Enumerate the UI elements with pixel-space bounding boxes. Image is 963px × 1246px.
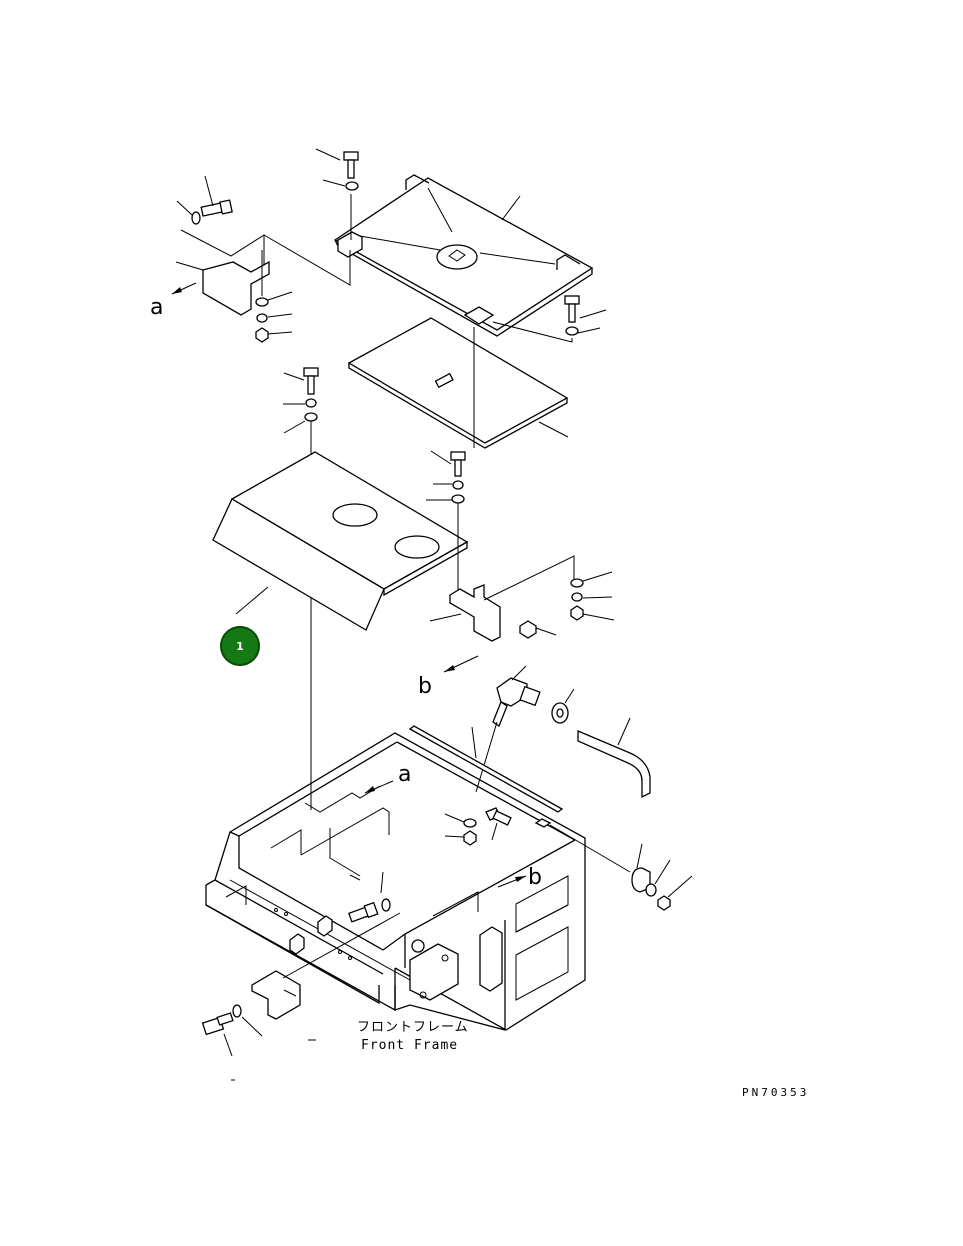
view-label-b: b — [418, 674, 432, 699]
bottom-bolt — [201, 1004, 263, 1081]
view-label-a: a — [150, 295, 163, 320]
inner-bolt — [347, 871, 391, 923]
drawing-code: PN70353 — [742, 1086, 809, 1099]
hinge-bracket — [251, 912, 401, 1041]
front-frame: a b — [205, 732, 586, 1031]
cover-bolt-top — [315, 148, 359, 240]
callout-marker-1[interactable]: 1 — [220, 626, 260, 666]
right-clip-assembly — [631, 843, 693, 911]
frame-caption-jp: フロントフレーム — [357, 1020, 469, 1035]
callout-number: 1 — [236, 639, 244, 653]
rubber-strip — [408, 725, 564, 813]
cover-bolt-right — [492, 295, 607, 343]
elbow-fitting — [475, 665, 651, 799]
left-bracket-assembly: a — [150, 175, 351, 343]
flat-panel — [347, 317, 569, 449]
hood-cover — [212, 451, 469, 631]
frame-caption-en: Front Frame — [361, 1038, 458, 1053]
view-label-b-frame: b — [528, 865, 542, 890]
view-label-a-frame: a — [398, 762, 411, 787]
top-cover-plate — [333, 174, 594, 337]
frame-clamp — [444, 807, 631, 873]
bracket-b-assembly: b — [418, 450, 615, 699]
